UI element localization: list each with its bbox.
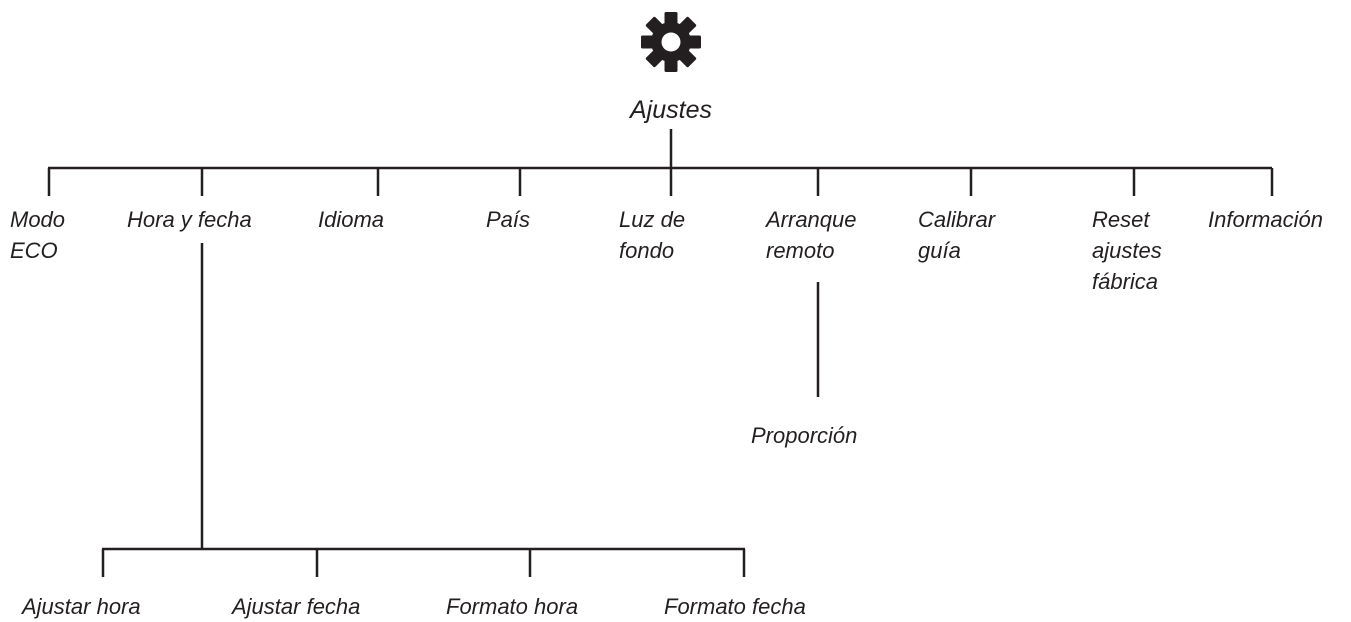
- menu-item-idioma: Idioma: [318, 204, 384, 235]
- menu-item-label-line: Luz de: [619, 207, 686, 232]
- menu-item-arranque-remoto: Arranque remoto: [766, 204, 857, 266]
- menu-item-luz-de-fondo: Luz de fondo: [619, 204, 685, 266]
- submenu-item-ajustar-hora: Ajustar hora: [22, 594, 141, 619]
- menu-item-label-line: remoto: [766, 238, 835, 263]
- menu-item-label-line: fábrica: [1092, 269, 1159, 294]
- menu-item-label-line: Calibrar: [918, 207, 996, 232]
- root-label: Ajustes: [630, 96, 712, 124]
- menu-item-label-line: Hora y fecha: [127, 207, 252, 232]
- menu-item-label-line: Información: [1208, 207, 1323, 232]
- submenu-item-proporcion: Proporción: [751, 423, 858, 448]
- menu-item-label-line: fondo: [619, 238, 675, 263]
- gear-icon: [641, 12, 701, 72]
- menu-item-label-line: ECO: [10, 238, 58, 263]
- submenu-item-ajustar-fecha: Ajustar fecha: [232, 594, 361, 619]
- submenu-item-formato-fecha: Formato fecha: [664, 594, 806, 619]
- submenu-item-formato-hora: Formato hora: [446, 594, 579, 619]
- menu-item-hora-y-fecha: Hora y fecha: [127, 204, 252, 235]
- menu-item-label-line: Reset: [1092, 207, 1150, 232]
- menu-item-label-line: País: [486, 207, 531, 232]
- menu-item-modo-eco: Modo ECO: [10, 204, 65, 266]
- menu-item-pais: País: [486, 204, 530, 235]
- menu-item-label-line: Modo: [10, 207, 66, 232]
- menu-item-label-line: Arranque: [766, 207, 857, 232]
- menu-item-label-line: guía: [918, 238, 961, 263]
- menu-item-calibrar-guia: Calibrar guía: [918, 204, 995, 266]
- menu-item-label-line: ajustes: [1092, 238, 1162, 263]
- menu-item-label-line: Idioma: [318, 207, 385, 232]
- menu-item-reset-ajustes-fabrica: Reset ajustes fábrica: [1092, 204, 1162, 297]
- menu-item-informacion: Información: [1208, 204, 1323, 235]
